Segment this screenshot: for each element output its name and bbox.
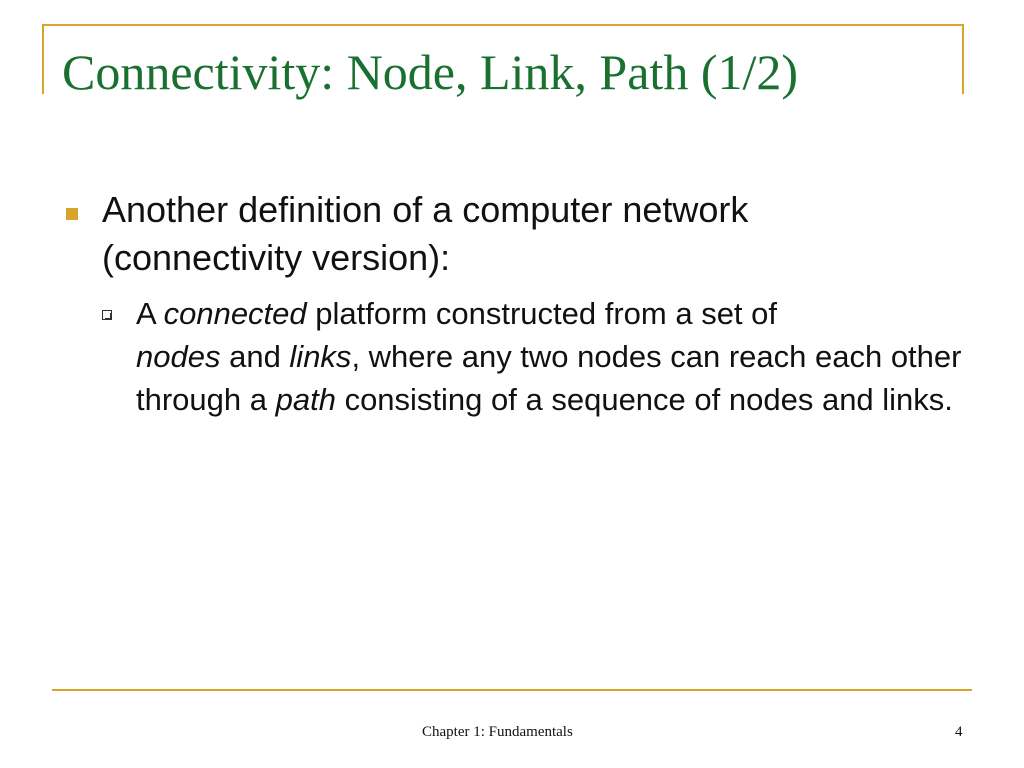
sub-bullet-part-9: consisting of a sequence of nodes and li…: [335, 382, 953, 417]
bottom-rule: [52, 689, 972, 691]
sub-bullet-part-3: platform constructed from a set of: [306, 296, 778, 331]
sub-bullet-item: A connected platform constructed from a …: [102, 292, 966, 421]
top-rule: [42, 24, 964, 26]
term-connected: connected: [163, 296, 307, 331]
bullet-text-line-2: (connectivity version):: [102, 237, 451, 278]
slide-content: Another definition of a computer network…: [62, 186, 962, 421]
footer-chapter-label: Chapter 1: Fundamentals: [422, 724, 573, 740]
sub-bullet-part-7: , where any two nodes can reach each oth…: [136, 339, 962, 417]
slide-title: Connectivity: Node, Link, Path (1/2): [62, 44, 799, 100]
sub-bullet-part-5: and: [220, 339, 290, 374]
bullet-text-line-1: Another definition of a computer network: [102, 189, 749, 230]
term-links: links: [289, 339, 352, 374]
left-bracket-rule: [42, 24, 44, 94]
page-number: 4: [955, 724, 963, 740]
bullet-item: Another definition of a computer network…: [62, 186, 962, 282]
box-plus-icon: [102, 310, 112, 320]
sub-bullet-part-1: A: [136, 296, 164, 331]
filled-square-icon: [66, 208, 78, 220]
term-nodes: nodes: [136, 339, 221, 374]
term-path: path: [275, 382, 336, 417]
right-bracket-rule: [962, 24, 964, 94]
